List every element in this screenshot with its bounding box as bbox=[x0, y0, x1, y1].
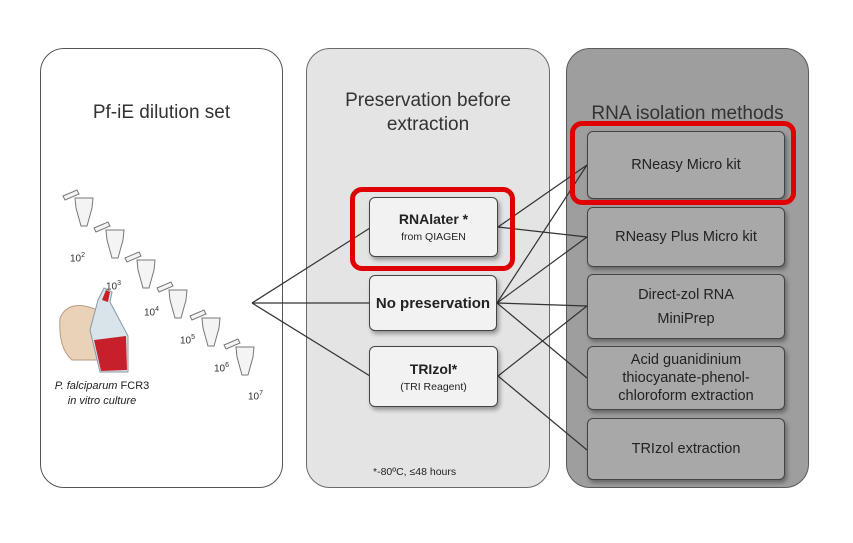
culture-caption: P. falciparum FCR3 in vitro culture bbox=[54, 380, 150, 407]
connector-line bbox=[496, 236, 588, 304]
preservation-box-rnalater: RNAlater * from QIAGEN bbox=[369, 197, 498, 257]
isolation-panel-title: RNA isolation methods bbox=[591, 103, 784, 124]
method-box-rneasy-micro: RNeasy Micro kit bbox=[587, 131, 785, 199]
method-label: Direct-zol RNA MiniPrep bbox=[638, 286, 734, 327]
dilution-label: 102 bbox=[70, 252, 86, 265]
method-box-direct-zol: Direct-zol RNA MiniPrep bbox=[587, 274, 785, 339]
preservation-label: TRIzol* bbox=[409, 360, 458, 377]
preservation-box-none: No preservation bbox=[369, 275, 497, 331]
highlight-rneasy-micro bbox=[570, 121, 796, 205]
preservation-sublabel: from QIAGEN bbox=[401, 231, 466, 243]
method-label: Acid guanidinium thiocyanate-phenol-chlo… bbox=[618, 352, 754, 404]
dilution-label: 103 bbox=[106, 280, 122, 293]
tube-icon bbox=[189, 309, 221, 347]
tube-icon bbox=[62, 189, 94, 227]
connector-line bbox=[496, 302, 588, 379]
method-label: RNeasy Plus Micro kit bbox=[615, 228, 757, 245]
tube-icon bbox=[223, 338, 255, 376]
dilution-panel bbox=[40, 48, 283, 488]
method-box-trizol-extraction: TRIzol extraction bbox=[587, 418, 785, 480]
preservation-label: No preservation bbox=[375, 294, 491, 312]
method-label: RNeasy Micro kit bbox=[631, 156, 741, 173]
preservation-label: RNAlater * bbox=[398, 211, 469, 227]
highlight-rnalater bbox=[350, 187, 515, 271]
tube-icon bbox=[93, 221, 125, 259]
dilution-label: 107 bbox=[248, 390, 264, 403]
preservation-box-trizol: TRIzol* (TRI Reagent) bbox=[369, 346, 498, 407]
method-box-rneasy-plus-micro: RNeasy Plus Micro kit bbox=[587, 207, 785, 267]
method-box-acid-guanidinium: Acid guanidinium thiocyanate-phenol-chlo… bbox=[587, 346, 785, 410]
method-label: TRIzol extraction bbox=[631, 440, 741, 457]
dilution-label: 104 bbox=[144, 306, 160, 319]
dilution-panel-title: Pf-iE dilution set bbox=[92, 102, 231, 123]
tube-icon bbox=[156, 281, 188, 319]
connector-line bbox=[497, 375, 588, 451]
connector-line bbox=[251, 302, 371, 377]
preservation-sublabel: (TRI Reagent) bbox=[400, 380, 467, 393]
culture-flask-icon bbox=[59, 287, 129, 373]
preservation-panel-title: Preservation before extraction bbox=[345, 90, 511, 135]
tube-icon bbox=[124, 251, 156, 289]
connector-line bbox=[497, 305, 588, 377]
footnote: *-80ºC, ≤48 hours bbox=[373, 466, 457, 478]
dilution-label: 106 bbox=[214, 362, 230, 375]
dilution-label: 105 bbox=[180, 334, 196, 347]
connector-line bbox=[496, 302, 588, 307]
